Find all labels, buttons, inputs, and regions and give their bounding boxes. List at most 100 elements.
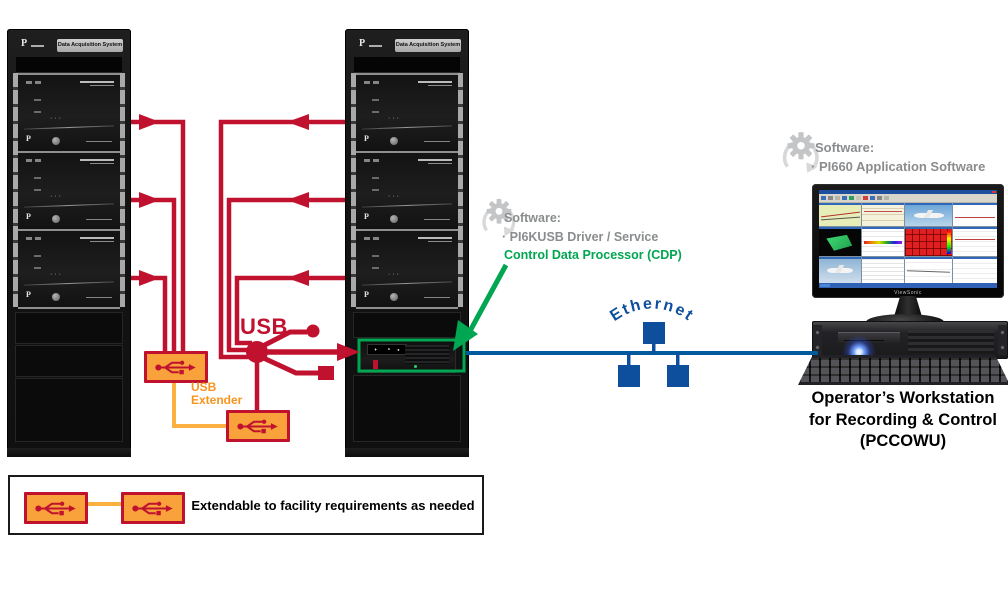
module-knob	[390, 293, 398, 301]
monitor-brand: ViewSonic	[894, 290, 922, 296]
table-panel	[953, 257, 997, 283]
aircraft-photo-panel	[819, 257, 861, 283]
rack-recess	[16, 57, 122, 73]
rack-ear	[813, 325, 822, 355]
app-toolbar	[819, 194, 997, 203]
pi660-software-screen	[819, 190, 997, 288]
usb-extender-box	[226, 410, 290, 442]
module-knob	[52, 215, 60, 223]
rack-rail	[13, 73, 18, 307]
caption-line: Operator’s Workstation	[811, 389, 995, 407]
rack-rail	[351, 73, 356, 307]
rack-header: P Data Acquisition System	[13, 34, 125, 56]
arrow-icon	[139, 114, 160, 286]
workstation-caption: Operator’s Workstation for Recording & C…	[796, 388, 1008, 453]
pacific-logo: P	[21, 38, 28, 49]
module-knob	[390, 137, 398, 145]
rack-rail	[120, 73, 125, 307]
rack-title-plate: Data Acquisition System	[395, 39, 461, 52]
pacific-logo: P	[26, 134, 31, 143]
arrow-icon	[287, 114, 309, 286]
control-data-processor-label: Control Data Processor (CDP)	[504, 248, 682, 262]
ethernet-label: Ethernet	[607, 295, 697, 325]
daq-module: ··· P	[356, 73, 458, 151]
blank-panel	[15, 345, 123, 377]
cdp-software-annotation: Software: · PI6KUSB Driver / Service Con…	[502, 209, 682, 265]
pi6kusb-driver-label: · PI6KUSB Driver / Service	[502, 229, 659, 244]
color-scale-bar	[947, 231, 952, 255]
rack-bay: ··· P ··· P ··· P	[351, 73, 463, 309]
pacific-logo: P	[359, 38, 366, 49]
rack-rail	[458, 73, 463, 307]
pi660-software-label: · PI660 Application Software	[811, 159, 986, 174]
taskbar	[819, 283, 997, 288]
daq-module: ··· P	[356, 229, 458, 309]
rack-ear	[998, 325, 1007, 355]
blank-panel	[15, 378, 123, 442]
daq-module: ··· P	[18, 229, 120, 309]
legend: Extendable to facility requirements as n…	[8, 475, 484, 535]
rack-header: P Data Acquisition System	[351, 34, 463, 56]
cdp-display	[367, 344, 407, 355]
aircraft-photo-panel	[905, 203, 953, 227]
module-knob	[390, 215, 398, 223]
ethernet-node-icon	[643, 322, 665, 344]
daq-module: ··· P	[18, 73, 120, 151]
usb-cables-left-rack	[131, 119, 186, 352]
chart-panel	[953, 203, 997, 227]
chart-panel	[819, 203, 861, 227]
blank-panel	[353, 312, 461, 338]
ethernet-node-icon	[618, 365, 640, 387]
blank-panel	[353, 375, 461, 442]
rack-recess	[354, 57, 460, 73]
rack-title-plate: Data Acquisition System	[57, 39, 123, 52]
pacific-logo: P	[364, 290, 369, 299]
app-panel-grid	[819, 203, 997, 283]
usb-trident-icon	[130, 499, 176, 518]
pacific-logo: P	[364, 134, 369, 143]
usb-trident-icon	[33, 499, 79, 518]
rack-bay: ··· P ··· P ··· P	[13, 73, 125, 309]
pacific-logo: P	[26, 290, 31, 299]
daq-rack-cdp: P Data Acquisition System ··· P ··· P	[345, 29, 469, 457]
heatmap-panel	[905, 227, 953, 257]
usb-extender-box	[24, 492, 88, 524]
blank-panel	[15, 312, 123, 344]
usb-trident-icon	[235, 417, 281, 436]
caption-line: for Recording & Control	[809, 410, 997, 429]
model-3d-panel	[819, 227, 861, 257]
module-knob	[52, 293, 60, 301]
pacific-logo: P	[364, 212, 369, 221]
usb-trident-icon	[153, 358, 199, 377]
pacific-logo-text	[369, 45, 382, 47]
table-panel	[953, 227, 997, 257]
pacific-logo: P	[26, 212, 31, 221]
usb-extender-box	[144, 351, 208, 383]
usb-extender-label: USB Extender	[191, 380, 243, 407]
close-icon	[992, 191, 996, 193]
workstation-computer	[812, 321, 1008, 369]
module-knob	[52, 137, 60, 145]
pacific-logo-text	[31, 45, 44, 47]
legend-text: Extendable to facility requirements as n…	[191, 497, 475, 513]
caption-line: (PCCOWU)	[859, 432, 947, 450]
software-title: Software:	[504, 211, 561, 225]
daq-module: ··· P	[18, 151, 120, 229]
cdp-callout-line	[467, 263, 509, 333]
software-title: Software:	[815, 140, 875, 155]
workstation-monitor: ViewSonic	[812, 184, 1004, 298]
daq-rack-left: P Data Acquisition System ··· P ··· P	[7, 29, 131, 457]
cdp-power-switch	[373, 360, 378, 369]
table-panel	[862, 227, 904, 257]
rack-base	[7, 448, 131, 457]
usb-label: USB	[240, 314, 288, 339]
control-data-processor-unit	[358, 340, 456, 373]
ethernet-nodes	[618, 322, 689, 387]
numeric-table-panel	[862, 257, 904, 283]
ethernet-node-icon	[667, 365, 689, 387]
cdp-led	[414, 365, 417, 368]
chart-panel	[905, 257, 953, 283]
workstation-keyboard	[798, 355, 1008, 385]
workstation-software-annotation: Software: · PI660 Application Software	[811, 138, 985, 176]
